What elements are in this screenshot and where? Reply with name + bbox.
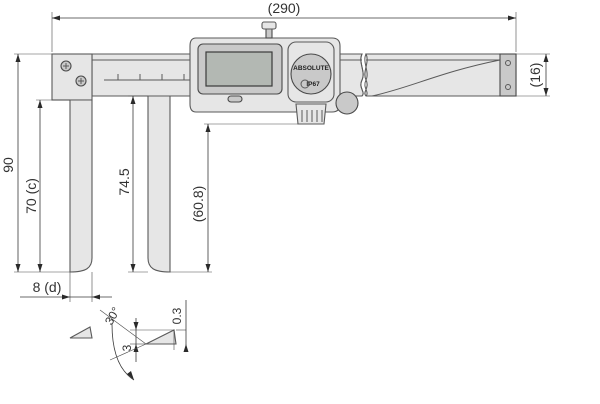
dim-jaw-length-c-label: 70 (c) — [23, 178, 39, 214]
tip-angle-label: 30° — [102, 304, 123, 327]
fixed-head — [51, 53, 93, 101]
tip-width-label: 0.3 — [170, 307, 184, 324]
lock-screw-cap[interactable] — [261, 21, 277, 30]
beam-diagonal — [371, 59, 501, 97]
dim-height: (16) — [516, 53, 550, 97]
tip-detail: 3 0.3 30° — [69, 300, 189, 381]
beam-scale-ticks — [104, 74, 196, 81]
tip-angle-arc — [111, 323, 135, 381]
ip-badge-icon — [300, 79, 310, 89]
lcd-button[interactable] — [227, 95, 243, 103]
tip-height-label: 3 — [120, 344, 134, 351]
brand-dial — [290, 53, 332, 95]
dim-inner-depth: (60.8) — [170, 123, 298, 273]
digital-slider: ABSOLUTE IP67 — [189, 21, 359, 125]
beam-break-line — [360, 53, 364, 97]
dim-overall-length: (290) — [51, 0, 517, 52]
brand-text: ABSOLUTE — [293, 65, 329, 72]
dim-depth-90-label: 90 — [0, 157, 16, 173]
lcd-screen — [205, 51, 273, 87]
dim-jaw-length-c: 70 (c) — [23, 99, 70, 272]
dim-tip-offset-d: 8 (d) — [20, 272, 112, 302]
ip-badge: IP67 — [306, 81, 320, 88]
dim-tip-offset-d-label: 8 (d) — [33, 279, 62, 295]
fixed-head-block — [51, 53, 93, 101]
dim-measuring-depth: 74.5 — [116, 95, 148, 273]
tip-profile-left — [69, 326, 93, 339]
slider-tab-grip — [301, 110, 323, 122]
dim-height-label: (16) — [527, 63, 543, 88]
fixed-jaw — [69, 99, 93, 273]
tip-profile-right — [145, 329, 177, 345]
thumb-roller[interactable] — [335, 91, 359, 115]
dim-measuring-depth-label: 74.5 — [116, 168, 132, 195]
sliding-jaw — [147, 95, 171, 273]
dim-depth-90: 90 — [0, 53, 70, 273]
dim-inner-depth-label: (60.8) — [190, 186, 206, 223]
dim-overall-label: (290) — [268, 0, 301, 16]
beam-end-plate — [499, 53, 517, 97]
slider-lower-tab — [295, 103, 327, 125]
